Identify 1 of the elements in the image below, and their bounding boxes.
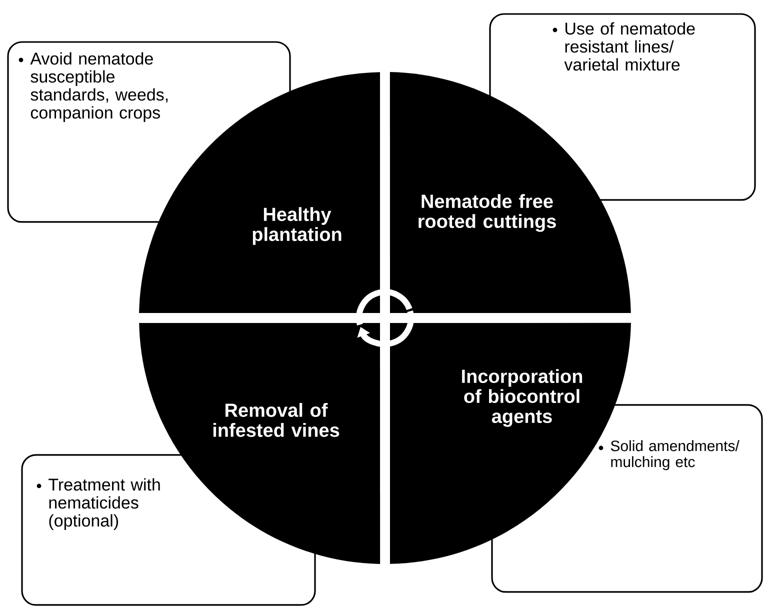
circle-quadrant: Nematode free rooted cuttings bbox=[390, 72, 631, 313]
